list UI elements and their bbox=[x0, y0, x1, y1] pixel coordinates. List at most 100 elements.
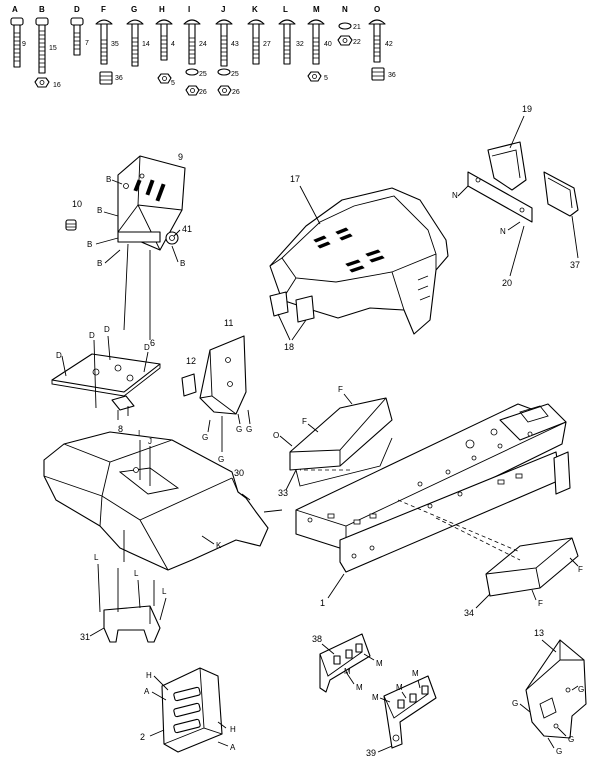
part-number-19: 19 bbox=[522, 104, 532, 114]
bolt-number-d: 7 bbox=[85, 40, 89, 47]
bolt-number-m: 40 bbox=[324, 41, 332, 48]
hardware-l: L 32 bbox=[278, 5, 304, 65]
part-10-bushing bbox=[65, 219, 77, 231]
callout-d-3: D bbox=[104, 325, 110, 334]
nut-number-b: 16 bbox=[53, 82, 61, 89]
part-1-main-frame bbox=[295, 403, 571, 573]
bolt-number-k: 27 bbox=[263, 41, 271, 48]
hardware-legend: A 9 B 15 16 D bbox=[10, 5, 396, 96]
nut-number-j: 25 bbox=[231, 71, 239, 78]
part-34-footrest bbox=[485, 537, 579, 597]
callout-m-4: M bbox=[372, 693, 379, 702]
callout-d-4: D bbox=[144, 343, 150, 352]
bolt-l-icon bbox=[278, 19, 296, 65]
nut-number-o: 36 bbox=[388, 72, 396, 79]
callout-m-3: M bbox=[344, 667, 351, 676]
nut-number-f: 36 bbox=[115, 75, 123, 82]
bolt-number-l: 32 bbox=[296, 41, 304, 48]
nut2-number-i: 26 bbox=[199, 89, 207, 96]
hardware-key-i: I bbox=[188, 5, 190, 14]
washer-i-icon bbox=[185, 68, 199, 76]
part-number-39: 39 bbox=[366, 748, 376, 758]
bolt-number-g: 14 bbox=[142, 41, 150, 48]
hardware-o: O 42 36 bbox=[368, 5, 396, 81]
part-number-41: 41 bbox=[182, 224, 192, 234]
part-number-18: 18 bbox=[284, 342, 294, 352]
bolt-a-icon bbox=[10, 17, 24, 68]
hardware-m: M 40 5 bbox=[307, 5, 332, 82]
nut-number-m: 5 bbox=[324, 75, 328, 82]
bolt-f-icon bbox=[95, 19, 113, 65]
callout-h-1: H bbox=[146, 671, 152, 680]
nut2-number-j: 26 bbox=[232, 89, 240, 96]
hardware-j: J 43 25 26 bbox=[215, 5, 240, 96]
part-number-8: 8 bbox=[118, 424, 123, 434]
part-number-10: 10 bbox=[72, 199, 82, 209]
hardware-key-g: G bbox=[131, 5, 137, 14]
part-11-side-bracket bbox=[199, 335, 247, 415]
callout-a-1: A bbox=[144, 687, 150, 696]
hardware-d: D 7 bbox=[70, 5, 89, 56]
callout-f-4: F bbox=[538, 599, 543, 608]
hardware-key-k: K bbox=[252, 5, 258, 14]
hardware-key-m: M bbox=[313, 5, 320, 14]
part-number-11: 11 bbox=[224, 318, 233, 328]
part-30-fender-deck bbox=[43, 431, 269, 571]
callout-b-2: B bbox=[97, 206, 102, 215]
part-number-37: 37 bbox=[570, 260, 580, 270]
part-number-33: 33 bbox=[278, 488, 288, 498]
part-number-9: 9 bbox=[178, 152, 183, 162]
callout-b-1: B bbox=[106, 175, 111, 184]
callout-g-4: G bbox=[218, 455, 224, 464]
hardware-key-l: L bbox=[283, 5, 288, 14]
callout-o-1: O bbox=[273, 431, 279, 440]
bolt-number-b: 15 bbox=[49, 45, 57, 52]
hardware-f: F 35 36 bbox=[95, 5, 123, 85]
callout-b-3: B bbox=[87, 240, 92, 249]
part-33-footrest bbox=[289, 397, 393, 487]
callout-g-2: G bbox=[236, 425, 242, 434]
hardware-b: B 15 16 bbox=[34, 5, 61, 89]
callout-b-5: B bbox=[180, 259, 185, 268]
callout-n-2: N bbox=[500, 227, 506, 236]
part-19-handle bbox=[487, 141, 527, 191]
washer-n-icon bbox=[338, 22, 352, 30]
part-13-side-panel bbox=[525, 639, 587, 739]
bolt-number-h: 4 bbox=[171, 41, 175, 48]
nut-n-icon bbox=[337, 35, 353, 46]
bolt-i-icon bbox=[183, 19, 201, 65]
callout-b-4: B bbox=[97, 259, 102, 268]
callout-n-1: N bbox=[452, 191, 458, 200]
callout-m-2: M bbox=[356, 683, 363, 692]
part-17-hood bbox=[269, 187, 449, 335]
bolt-d-icon bbox=[70, 17, 84, 56]
hardware-k: K 27 bbox=[247, 5, 271, 65]
callout-l-2: L bbox=[134, 569, 139, 578]
callout-g-7: G bbox=[568, 735, 574, 744]
part-39-bracket bbox=[383, 675, 437, 749]
bolt-k-icon bbox=[247, 19, 265, 65]
nut-b-icon bbox=[34, 77, 50, 88]
callout-m-1: M bbox=[376, 659, 383, 668]
part-37-handle bbox=[543, 171, 579, 217]
part-20-rail bbox=[467, 171, 533, 223]
bolt-number-a: 9 bbox=[22, 41, 26, 48]
part-8-bracket bbox=[111, 395, 135, 420]
callout-l-1: L bbox=[94, 553, 99, 562]
nut-g-icon bbox=[157, 73, 172, 84]
part-2-rear-panel bbox=[161, 667, 223, 753]
callout-d-1: D bbox=[56, 351, 62, 360]
hardware-h: H 4 bbox=[155, 5, 175, 61]
bolt-number-j: 43 bbox=[231, 41, 239, 48]
callout-f-3: F bbox=[578, 565, 583, 574]
nut-number-i: 25 bbox=[199, 71, 207, 78]
part-38-bracket bbox=[319, 633, 371, 693]
part-number-1: 1 bbox=[320, 598, 325, 608]
callout-f-1: F bbox=[302, 417, 307, 426]
callout-i-1: I bbox=[138, 429, 140, 438]
callout-g-6: G bbox=[578, 685, 584, 694]
bolt-number-f: 35 bbox=[111, 41, 119, 48]
hardware-n: N 21 22 bbox=[337, 5, 361, 46]
part-number-31: 31 bbox=[80, 632, 90, 642]
